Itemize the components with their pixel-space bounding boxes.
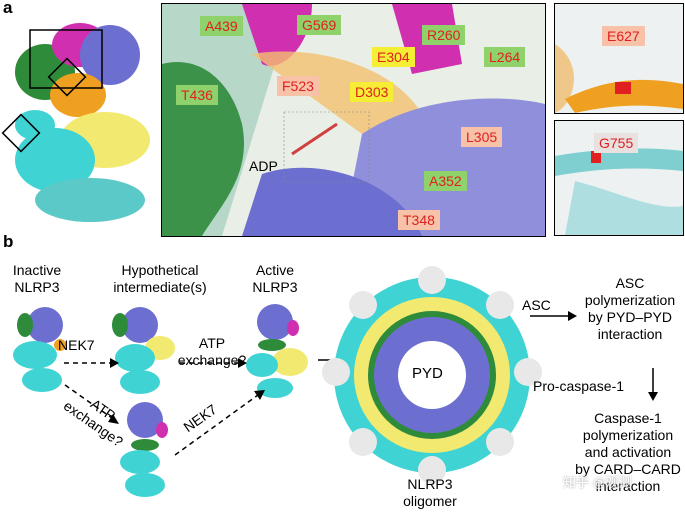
label-l264: L264 — [484, 47, 526, 67]
panel-b-letter: b — [3, 232, 14, 251]
label-hypothetical: Hypothetical intermediate(s) — [113, 262, 207, 295]
hypothetical-structure-bottom — [120, 402, 168, 497]
label-r260: R260 — [422, 25, 466, 45]
label-caspase-1-polymerization: Caspase-1 polymerization and activation … — [575, 410, 681, 494]
zoom-panel-main: A439 G569 R260 L264 E304 F523 D303 T436 … — [161, 3, 546, 237]
overview-structure — [1, 23, 150, 222]
nlrp3-oligomer-ring — [322, 266, 542, 484]
inset-top-artwork — [555, 44, 683, 113]
label-adp: ADP — [249, 158, 278, 174]
label-atp-top: ATP exchange? — [177, 335, 247, 368]
label-asc-polymerization: ASC polymerization by PYD–PYD interactio… — [584, 275, 676, 342]
label-nek7-top: NEK7 — [58, 337, 95, 353]
label-e304: E304 — [372, 47, 415, 67]
hypothetical-structure-top — [112, 307, 175, 394]
label-t436: T436 — [176, 85, 218, 105]
label-g755: G755 — [594, 133, 639, 153]
label-a439: A439 — [200, 16, 243, 36]
panel-a-letter: a — [3, 0, 13, 17]
label-oligomer: NLRP3 oligomer — [403, 476, 457, 509]
label-t348: T348 — [398, 210, 440, 230]
label-l305: L305 — [461, 127, 503, 147]
inactive-nlrp3-structure — [13, 307, 66, 392]
watermark-text: 知乎 @观测 — [563, 475, 632, 490]
zoom-panel-top-right: E627 — [554, 3, 684, 114]
active-nlrp3-structure — [246, 304, 308, 398]
label-g569: G569 — [297, 15, 342, 35]
label-pro-caspase-1: Pro-caspase-1 — [533, 378, 625, 394]
label-d303: D303 — [350, 82, 394, 102]
label-pyd: PYD — [412, 365, 443, 382]
inset-bottom-artwork — [555, 148, 683, 235]
zoom-panel-bottom-right: G755 — [554, 120, 684, 236]
label-asc: ASC — [522, 297, 551, 313]
label-active: Active NLRP3 — [252, 262, 298, 295]
label-a352: A352 — [424, 171, 467, 191]
label-e627: E627 — [602, 26, 645, 46]
label-f523: F523 — [277, 76, 319, 96]
label-inactive: Inactive NLRP3 — [12, 262, 62, 295]
